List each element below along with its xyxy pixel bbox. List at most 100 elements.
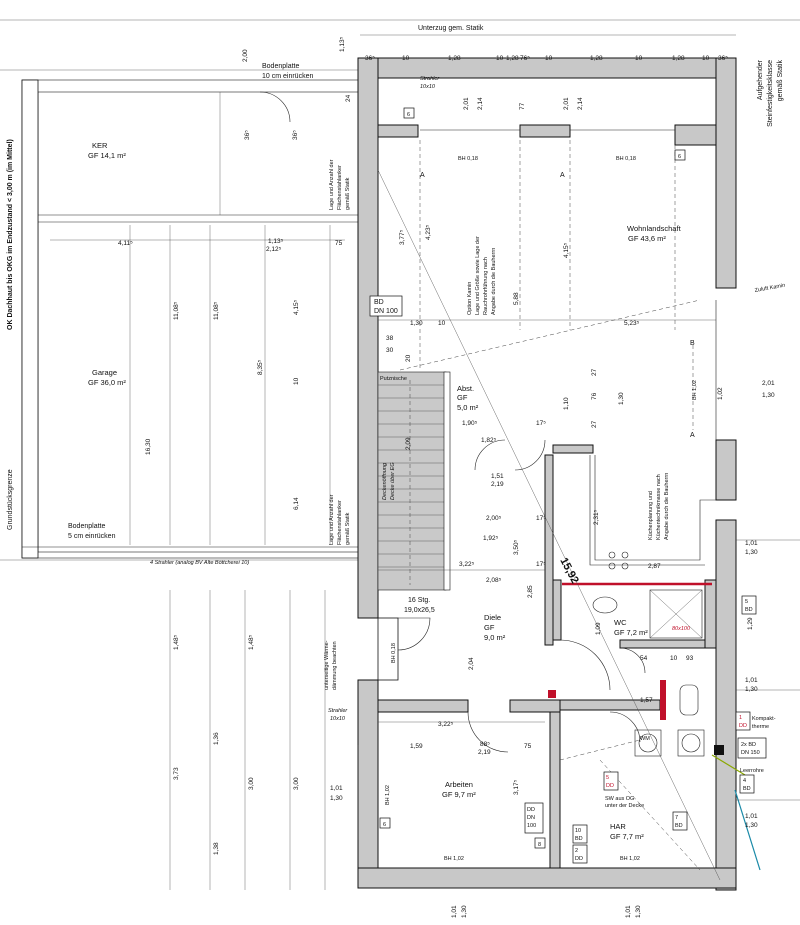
- dim-d201: 2,01: [463, 97, 470, 110]
- stair-stringer: [443, 371, 451, 591]
- dryer-drum: [681, 733, 701, 753]
- note-waerme2: dämmung beachten: [332, 641, 338, 690]
- note-kompakt1: Kompakt-: [752, 716, 776, 722]
- dim-d3225b: 3,22⁵: [438, 721, 454, 728]
- wall-right-lower: [715, 519, 737, 891]
- note-anker2: Lage und Anzahl der: [329, 494, 335, 545]
- dim-d101c: 1,01: [745, 677, 758, 684]
- room-abst-area: GF: [457, 393, 468, 402]
- wall-right-upper: [715, 57, 737, 289]
- dim-d201-b: 2,01: [563, 97, 570, 110]
- tag-dd2-box: [572, 844, 588, 864]
- garage-dimension-lines: [50, 92, 345, 890]
- dim-d109: 1,09: [595, 622, 602, 635]
- dim-d214: 2,14: [477, 97, 484, 110]
- garage-inner-wall: [37, 91, 361, 553]
- house-walls: [357, 57, 737, 891]
- room-arbeiten-name: Arbeiten: [445, 780, 473, 789]
- kitchen-counter: [589, 455, 716, 570]
- dim-d885: 88⁵: [480, 741, 490, 748]
- tag-n8: 8: [538, 842, 541, 848]
- note-kamin4: Angabe durch die Bauherrn: [491, 248, 497, 315]
- room-wc-area: GF 7,2 m²: [614, 628, 648, 637]
- tag-bh018-1: BH 0,18: [458, 156, 478, 162]
- tag-sec-b: B: [690, 340, 695, 347]
- tag-bd4b: BD: [743, 786, 751, 792]
- tag-bd10b: BD: [575, 836, 583, 842]
- note-zuluft: Zuluft Kamin: [754, 283, 785, 294]
- dim-d300-a: 3,00: [248, 777, 255, 790]
- note-deckenoeffnung2: Decke über EG: [390, 462, 396, 500]
- note-kamin1: Option Kamin: [467, 282, 473, 315]
- text-labels: KER GF 14,1 m² Garage GF 36,0 m² Wohnlan…: [7, 25, 786, 918]
- dim-d10-b: 10: [438, 320, 446, 327]
- tag-bd-dn100b: DN 100: [374, 308, 398, 315]
- dim-d77: 77: [519, 102, 526, 110]
- tag-bd-dn100-box: [369, 295, 403, 317]
- dim-d365-a: 36⁵: [244, 130, 251, 140]
- note-ok-dach: OK Dachhaut bis OKG im Endzustand < 3,00…: [7, 139, 14, 330]
- dim-d130c: 1,30: [618, 392, 625, 405]
- stair-area: [377, 371, 447, 591]
- note-strahler2b: 10x10: [330, 716, 346, 722]
- grid-lines: [0, 19, 800, 801]
- garage-left-wall-fill: [21, 79, 39, 559]
- hob-4: [621, 562, 629, 570]
- dim-d1085b: 11,08⁵: [213, 301, 220, 320]
- red-post-1: [660, 680, 666, 720]
- red-post-2: [548, 690, 556, 698]
- tag-dd-dn100: DD: [527, 807, 535, 813]
- tag-dd1-box: [735, 711, 751, 731]
- note-kueche1: Küchenplanung und: [648, 491, 654, 540]
- note-aufgeh3: gemäß Statik: [777, 60, 784, 102]
- dim-d130b: 1,30: [762, 392, 775, 399]
- tag-sec-a1: A: [420, 172, 425, 179]
- dim-d200: 2,00: [242, 49, 249, 62]
- dim-d129: 1,29: [747, 617, 754, 630]
- dim-d3225: 3,22⁵: [459, 561, 475, 568]
- dim-d54: 54: [640, 655, 648, 662]
- tag-2xbd: 2x BD: [741, 742, 756, 748]
- door-garage: [397, 617, 431, 651]
- note-kueche2: Küchentechnikmasse nach: [656, 474, 662, 540]
- dim-d1485-a: 1,48⁵: [173, 634, 180, 650]
- note-leerrohre: Leerrohre: [740, 768, 764, 774]
- note-anker2c: gemäß Statik: [345, 512, 351, 545]
- dim-top-8: 10: [635, 55, 643, 62]
- note-strahler2: Strahler: [328, 708, 348, 714]
- dim-d1085a: 11,08⁵: [173, 301, 180, 320]
- tag-2xbd-box: [737, 737, 767, 759]
- wall-kitchen: [552, 444, 594, 454]
- dim-d110: 1,10: [563, 397, 570, 410]
- note-wm: WM: [640, 736, 650, 742]
- har-fixtures: [634, 729, 724, 757]
- wall-wc-bottom: [619, 639, 717, 649]
- dim-d2315: 2,31⁵: [593, 509, 600, 525]
- tag-n8-box: [534, 837, 546, 849]
- room-diele-area2: 9,0 m²: [484, 633, 506, 642]
- dim-d214-b: 2,14: [577, 97, 584, 110]
- hob-1: [608, 551, 616, 559]
- tag-bh102-3: BH 1,02: [385, 785, 391, 805]
- room-har-area: GF 7,7 m²: [610, 832, 644, 841]
- tag-dd5: 5: [606, 775, 609, 781]
- dim-d209: 2,09: [405, 437, 412, 450]
- dim-d365-b: 36⁵: [292, 130, 299, 140]
- wall-wc-right: [704, 579, 717, 649]
- note-waerme1: unterseitige Wärme-: [324, 640, 330, 690]
- diag-line: [377, 169, 721, 881]
- dim-d201b: 2,01: [762, 380, 775, 387]
- tag-bh102-1: BH 1,02: [444, 856, 464, 862]
- dim-d76: 76: [591, 392, 598, 400]
- room-ker-name: KER: [92, 141, 108, 150]
- wm-drum: [638, 733, 658, 753]
- dim-d102: 1,02: [717, 387, 724, 400]
- tag-sec-a3: A: [690, 432, 695, 439]
- tag-dd-dn100c: 100: [527, 823, 536, 829]
- tag-bd4-box: [739, 774, 755, 794]
- tag-bd5: 5: [745, 599, 748, 605]
- note-bodenplatte1: Bodenplatte: [262, 63, 299, 70]
- dim-d614: 6,14: [293, 497, 300, 510]
- note-anker1c: gemäß Statik: [345, 177, 351, 210]
